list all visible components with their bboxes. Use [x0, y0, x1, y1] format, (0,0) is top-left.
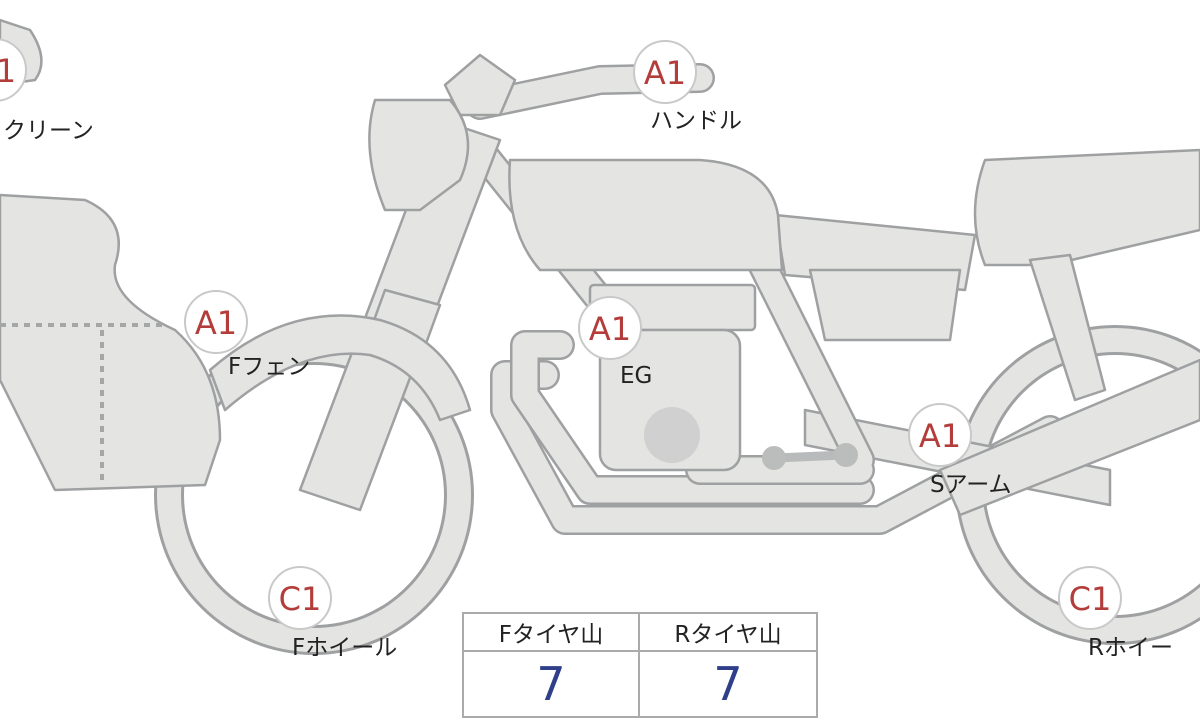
engine-grade-text: A1	[589, 310, 631, 348]
rear-tread-value: 7	[713, 657, 743, 711]
headlight-shape	[368, 98, 470, 212]
rear-tread-header: Rタイヤ山	[640, 614, 816, 652]
handle-label: ハンドル	[650, 108, 742, 134]
rear-wheel-grade-text: C1	[1069, 580, 1112, 618]
front-fender-grade-badge	[184, 290, 248, 354]
tire-tread-table: Fタイヤ山 Rタイヤ山 7 7	[462, 612, 818, 718]
fuel-tank-shape	[508, 158, 784, 272]
rear-wheel-label: Rホイー	[1088, 635, 1173, 661]
front-tread-value: 7	[464, 652, 640, 716]
swing-arm-label: Sアーム	[930, 472, 1012, 498]
front-wheel-label: Fホイール	[292, 635, 397, 661]
footrest-shape	[762, 443, 858, 470]
rear-wheel-grade-badge	[1058, 566, 1122, 630]
front-fender-grade-text: A1	[195, 304, 237, 342]
screen-label: クリーン	[3, 118, 94, 144]
seat-shape	[973, 148, 1200, 267]
screen-grade-text: A1	[0, 52, 16, 90]
rear-stay	[938, 358, 1200, 517]
battery-box	[808, 268, 962, 342]
front-tread-header: Fタイヤ山	[464, 614, 640, 652]
front-fender-label: Fフェン	[228, 354, 310, 380]
screen-grade-badge	[0, 38, 27, 102]
handle-grade-badge	[633, 40, 697, 104]
swing-arm-grade-text: A1	[919, 417, 961, 455]
rear-shock	[1028, 253, 1107, 402]
engine-grade-badge	[578, 296, 642, 360]
front-wheel-grade-text: C1	[279, 580, 322, 618]
handle-grade-text: A1	[644, 54, 686, 92]
handle-annotation: A1 ハンドル	[633, 40, 742, 134]
screen-fairing-shape	[0, 193, 222, 492]
screen-annotation: A1 クリーン	[0, 38, 94, 144]
swing-arm-grade-badge	[908, 403, 972, 467]
front-fender-shape	[208, 314, 472, 422]
front-wheel-grade-badge	[268, 566, 332, 630]
exhaust-pipes	[490, 330, 1065, 535]
engine-label: EG	[620, 363, 652, 389]
